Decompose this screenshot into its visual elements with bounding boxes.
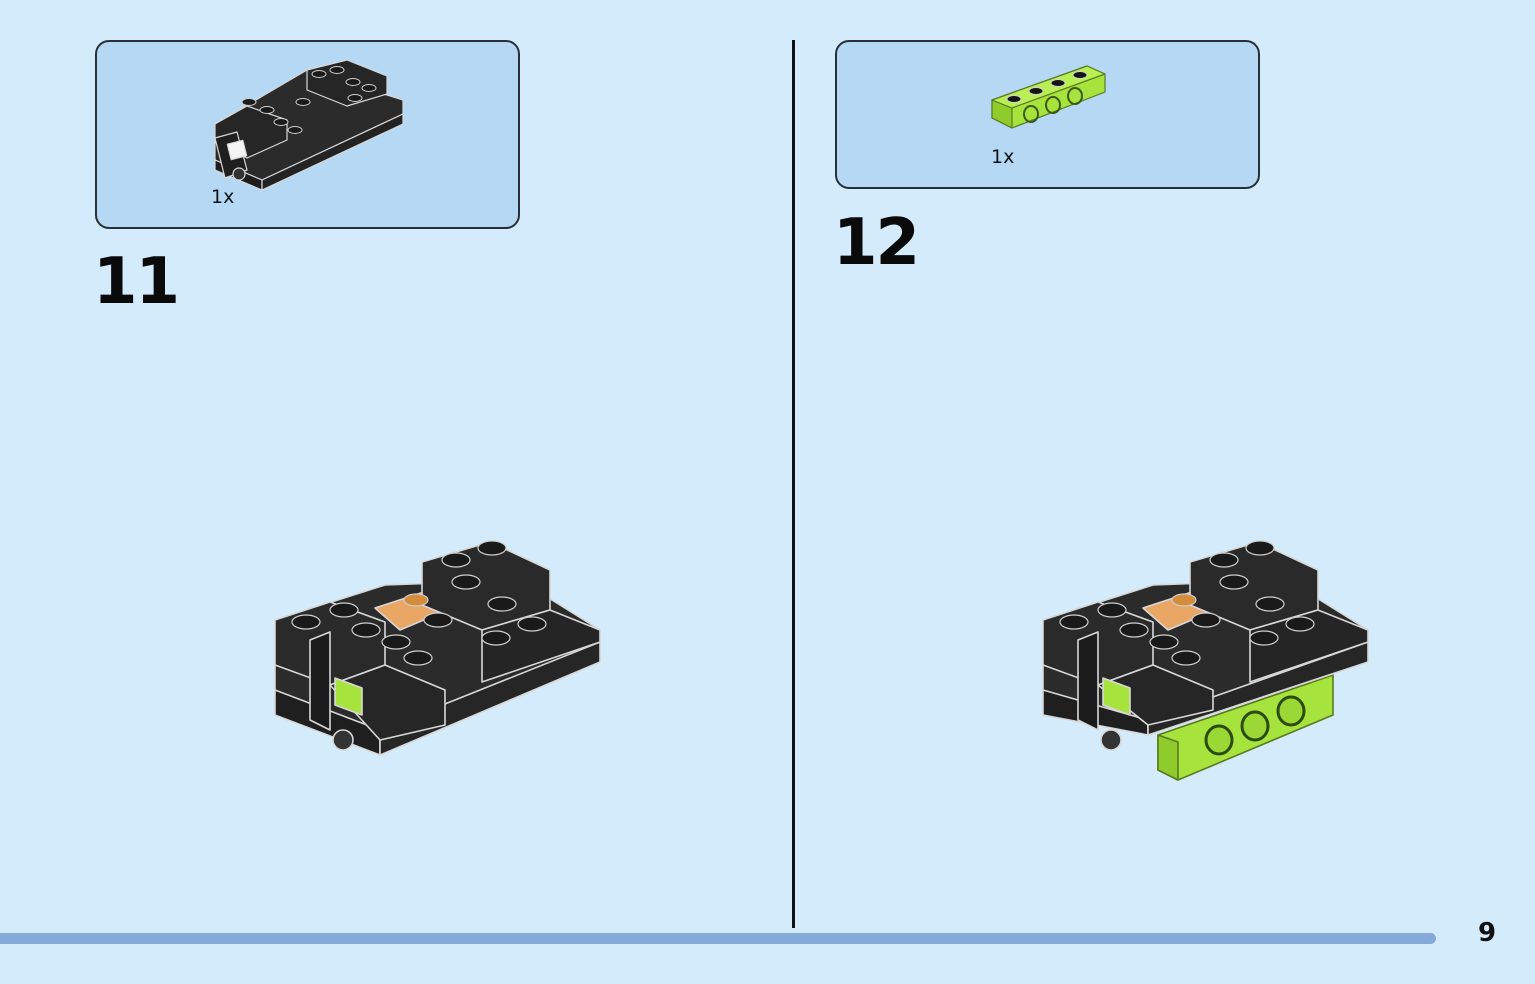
step-number: 12	[833, 206, 920, 280]
page-number: 9	[1478, 918, 1497, 948]
parts-callout-step-11	[95, 40, 520, 229]
lime-technic-brick-icon	[991, 65, 1106, 129]
black-mudguard-piece-icon	[214, 59, 404, 191]
parts-callout-step-12	[835, 40, 1260, 189]
page-divider	[792, 40, 795, 928]
part-quantity: 1x	[991, 146, 1015, 168]
progress-bar	[0, 933, 1436, 944]
part-quantity: 1x	[211, 186, 235, 208]
step-number: 11	[93, 245, 180, 319]
chassis-with-lime-brick-icon	[1042, 540, 1369, 781]
chassis-assembly-icon	[274, 540, 601, 756]
